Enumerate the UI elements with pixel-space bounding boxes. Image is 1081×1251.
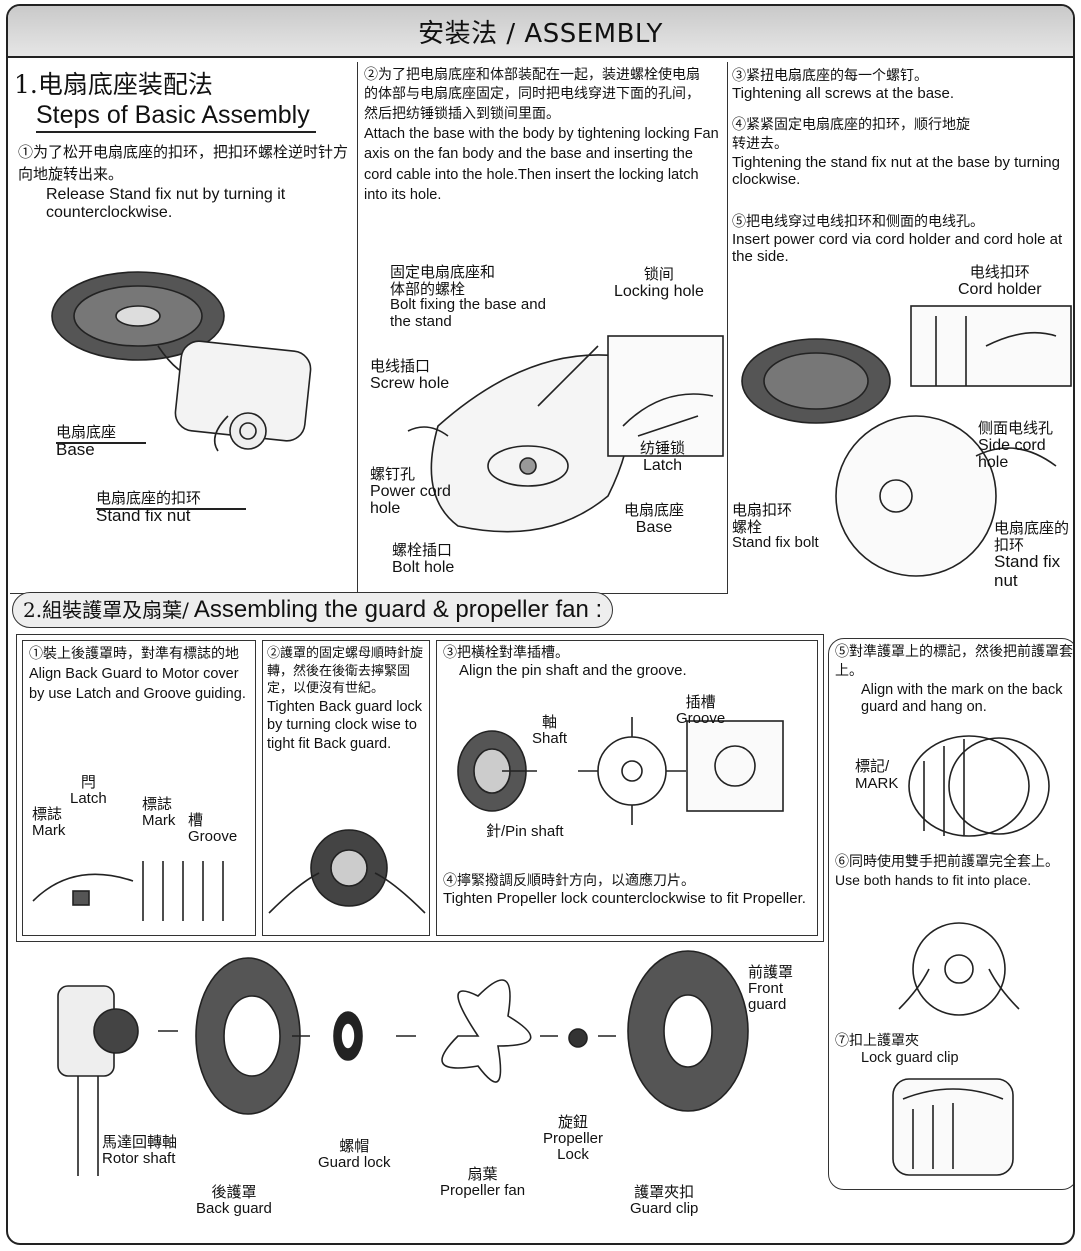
guard-clip-label: 護罩夾扣 Guard clip <box>630 1183 699 1217</box>
section2-step3-box: ③把橫栓對準插槽。 Align the pin shaft and the gr… <box>436 640 818 936</box>
both-hands-illustration <box>898 922 1020 1016</box>
bolt-hole-label: 螺栓插口 Bolt hole <box>392 541 455 576</box>
cord-holder-label: 电线扣环 Cord holder <box>958 263 1042 298</box>
pin-shaft-illustration <box>457 717 784 825</box>
propeller-fan-label: 扇葉 Propeller fan <box>440 1165 526 1199</box>
section1-step3-text: ③紧扭电扇底座的每一个螺钉。 Tightening all screws at … <box>732 68 955 102</box>
assembly-manual-page: 安装法 / ASSEMBLY 1.电扇底座装配法 Steps of Basic … <box>6 4 1075 1245</box>
groove-label-1: 槽 Groove <box>188 811 238 845</box>
stand-fix-nut-label-2: 电扇底座的扣环 Stand fix nut <box>994 519 1070 590</box>
base-label-2: 电扇底座 Base <box>624 501 685 536</box>
bolt-fixing-label: 固定电扇底座和体部的螺栓 Bolt fixing the base and th… <box>390 263 546 330</box>
shaft-label: 軸 Shaft <box>532 713 568 747</box>
section1-step5-text: ⑤把电线穿过电线扣环和侧面的电线孔。 Insert power cord via… <box>732 214 1063 266</box>
fan-and-base-illustration <box>51 271 312 452</box>
page-title-bar: 安装法 / ASSEMBLY <box>8 6 1073 58</box>
guard-lock-label: 螺帽 Guard lock <box>318 1137 391 1171</box>
latch-groove-illustration <box>32 861 224 921</box>
mark-label-2: 標誌 Mark <box>142 795 176 829</box>
mark-label-1: 標誌 Mark <box>32 805 66 839</box>
stand-fix-bolt-label: 电扇扣环螺栓 Stand fix bolt <box>732 501 819 551</box>
section2-step2-box: ②護罩的固定螺母順時針旋轉，然後在後衛去擰緊固定，以便沒有世紀。 Tighten… <box>262 640 430 936</box>
hands-tighten-illustration <box>268 829 426 914</box>
power-cord-hole-label: 螺钉孔 Power cord hole <box>370 465 451 518</box>
mark-label-3: 標記/ MARK <box>855 758 899 792</box>
front-guard-mark-illustration <box>908 735 1050 837</box>
page-title: 安装法 / ASSEMBLY <box>418 18 663 49</box>
guard-clip-illustration <box>892 1078 1014 1176</box>
section1-step2-text: ②为了把电扇底座和体部装配在一起，装进螺栓使电扇的体部与电扇底座固定，同时把电线… <box>364 67 719 203</box>
pin-shaft-label: 針/Pin shaft <box>486 823 564 840</box>
groove-label-2: 插槽 Groove <box>676 693 726 727</box>
base-label: 电扇底座 Base <box>56 423 117 459</box>
latch-label: 纺锤锁 Latch <box>640 439 686 474</box>
screw-hole-label: 电线插口 Screw hole <box>370 357 450 392</box>
exploded-view-illustration <box>57 950 749 1176</box>
section1-step4-text: ④紧紧固定电扇底座的扣环，顺行地旋转进去。 Tightening the sta… <box>732 117 1060 189</box>
base-assembly-illustration <box>407 335 724 533</box>
section2-step1-box: ①裝上後護罩時，對準有標誌的地 Align Back Guard to Moto… <box>22 640 256 936</box>
front-guard-label: 前護罩 Front guard <box>748 963 794 1013</box>
latch-label-s2: 閂 Latch <box>70 773 107 807</box>
locking-hole-label: 锁间 Locking hole <box>614 265 704 300</box>
section1-step1-text: ①为了松开电扇底座的扣环，把扣环螺栓逆时针方向地旋转出来。 Release St… <box>18 143 349 222</box>
section2-right-box: ⑤對準護罩上的標記，然後把前護罩套上。 Align with the mark … <box>828 638 1073 1190</box>
stand-fix-nut-label: 电扇底座的扣环 Stand fix nut <box>96 489 202 525</box>
propeller-lock-label: 旋鈕 Propeller Lock <box>542 1113 604 1163</box>
section1-heading-en: Steps of Basic Assembly <box>36 101 316 133</box>
cord-holder-illustration <box>741 305 1072 577</box>
rotor-shaft-label: 馬達回轉軸 Rotor shaft <box>102 1133 178 1167</box>
section1-heading-zh: 1.电扇底座装配法 <box>14 70 213 99</box>
side-cord-hole-label: 侧面电线孔 Side cord hole <box>978 419 1054 472</box>
section2-heading: 2.組裝護罩及扇葉/ Assembling the guard & propel… <box>12 592 614 628</box>
back-guard-label: 後護罩 Back guard <box>196 1183 272 1217</box>
